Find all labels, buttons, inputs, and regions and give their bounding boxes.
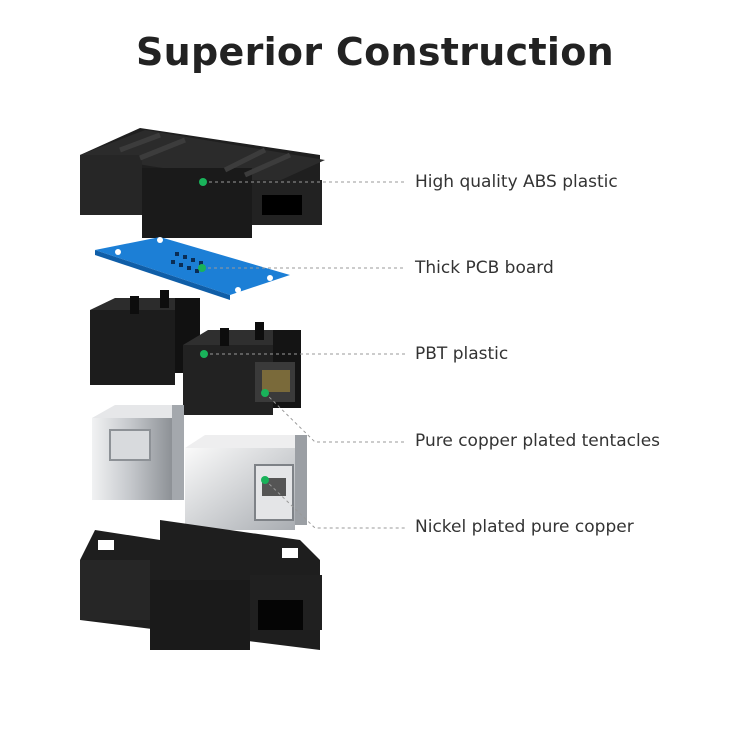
pcb-board (95, 237, 290, 300)
callout-leaders (198, 178, 405, 529)
callout-pbt-plastic: PBT plastic (415, 344, 509, 364)
page-title: Superior Construction (135, 30, 615, 74)
pbt-plastic-jacks (90, 290, 301, 415)
callout-pcb-board: Thick PCB board (415, 258, 554, 278)
callout-copper-tentacles: Pure copper plated tentacles (415, 431, 661, 451)
metal-shields (92, 405, 307, 530)
callout-nickel-copper: Nickel plated pure copper (415, 517, 634, 537)
abs-plastic-top-shell (80, 128, 325, 238)
callout-abs-plastic: High quality ABS plastic (415, 172, 618, 192)
bottom-housing (80, 520, 322, 650)
